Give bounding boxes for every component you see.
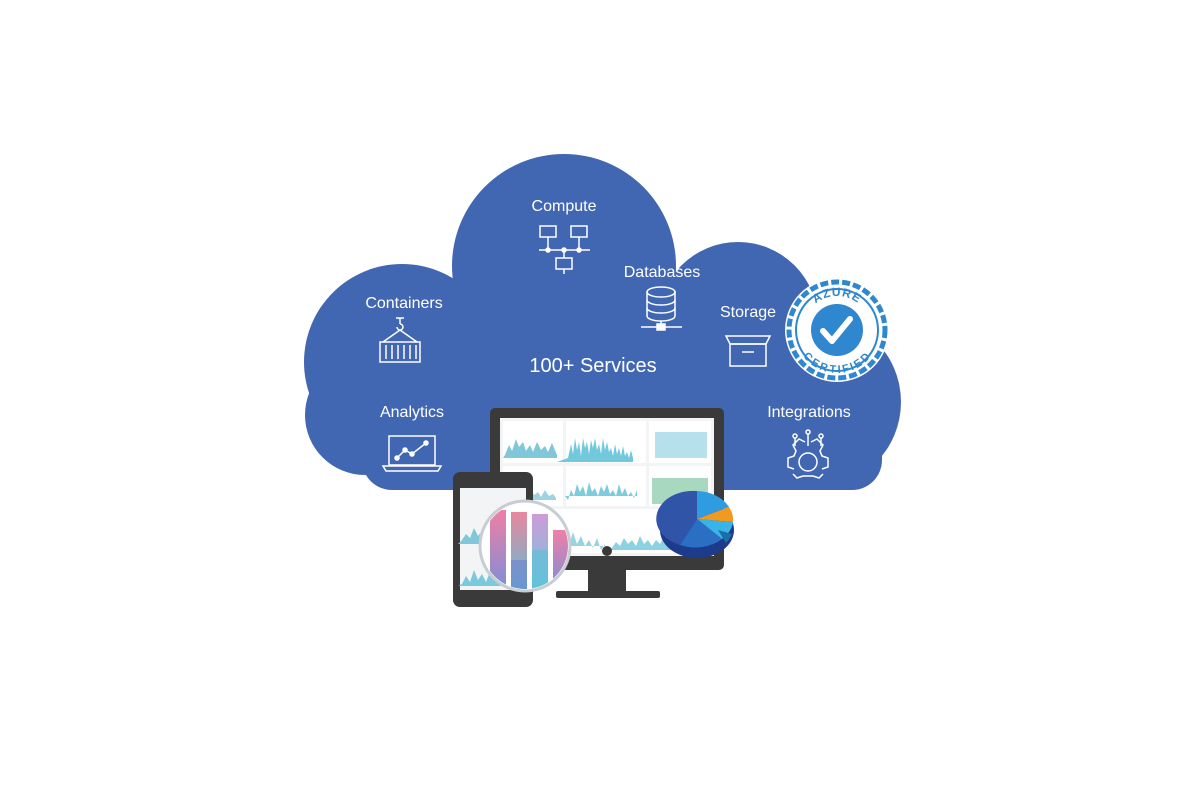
pie-chart-3d [656,490,734,558]
service-label-containers: Containers [365,295,443,312]
laptop-chart-icon [381,435,443,472]
service-label-databases: Databases [623,264,701,281]
service-label-compute: Compute [531,198,597,215]
checkmark-stamp-icon: AZURE CERTIFIED [785,278,889,382]
svg-text:AZURE: AZURE [810,285,865,306]
gear-circuit-icon [787,429,829,479]
network-computers-icon [539,225,590,274]
database-icon [641,286,682,331]
service-label-storage: Storage [719,304,777,321]
magnified-bar-chart [478,499,572,593]
services-headline: 100+ Services [529,355,657,377]
service-label-analytics: Analytics [379,404,445,421]
badge-top-text: AZURE [810,285,864,306]
shipping-container-icon [379,317,421,363]
storage-tray-icon [724,335,772,367]
cloud-shape [304,154,901,490]
service-label-integrations: Integrations [767,404,851,421]
